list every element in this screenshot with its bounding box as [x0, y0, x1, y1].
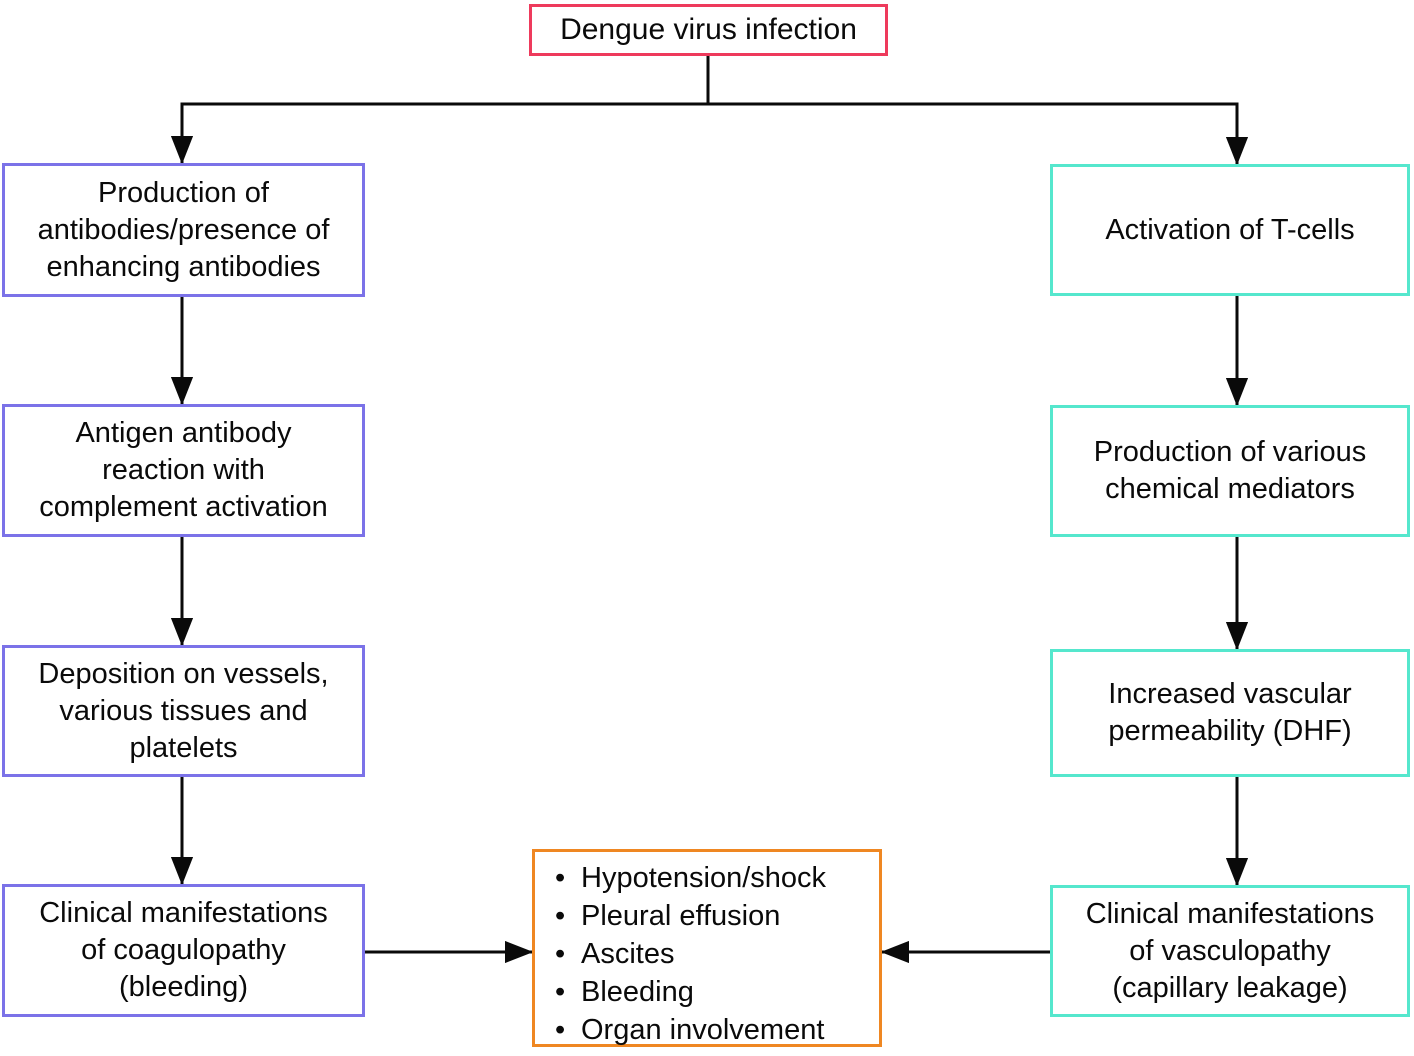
box-antibody-production: Production of antibodies/presence of enh… — [2, 163, 365, 297]
outcome-item: Pleural effusion — [555, 897, 826, 935]
box-vasculopathy-manifestations: Clinical manifestations of vasculopathy … — [1050, 885, 1410, 1017]
box-vascular-permeability-label: Increased vascular permeability (DHF) — [1108, 678, 1352, 747]
box-coagulopathy-manifestations: Clinical manifestations of coagulopathy … — [2, 884, 365, 1017]
box-coagulopathy-manifestations-label: Clinical manifestations of coagulopathy … — [39, 897, 328, 1003]
outcome-item: Ascites — [555, 935, 826, 973]
outcome-list: Hypotension/shock Pleural effusion Ascit… — [535, 852, 832, 1049]
box-vasculopathy-manifestations-label: Clinical manifestations of vasculopathy … — [1085, 897, 1375, 1004]
box-vascular-permeability: Increased vascular permeability (DHF) — [1050, 649, 1410, 777]
outcome-item: Hypotension/shock — [555, 859, 826, 897]
box-antibody-production-label: Production of antibodies/presence of enh… — [37, 176, 330, 283]
box-dengue-virus-infection: Dengue virus infection — [529, 4, 888, 56]
box-deposition-on-vessels: Deposition on vessels, various tissues a… — [2, 645, 365, 777]
outcome-item: Bleeding — [555, 973, 826, 1011]
outcome-item: Organ involvement — [555, 1011, 826, 1049]
box-t-cell-activation-label: Activation of T-cells — [1105, 213, 1355, 246]
box-dengue-virus-infection-label: Dengue virus infection — [560, 13, 857, 46]
box-antigen-antibody-reaction: Antigen antibody reaction with complemen… — [2, 404, 365, 537]
box-antigen-antibody-reaction-label: Antigen antibody reaction with complemen… — [39, 417, 328, 523]
box-deposition-on-vessels-label: Deposition on vessels, various tissues a… — [38, 657, 329, 764]
box-chemical-mediators-label: Production of various chemical mediators — [1093, 436, 1367, 505]
box-t-cell-activation: Activation of T-cells — [1050, 164, 1410, 296]
box-clinical-outcomes: Hypotension/shock Pleural effusion Ascit… — [532, 849, 882, 1047]
box-chemical-mediators: Production of various chemical mediators — [1050, 405, 1410, 537]
